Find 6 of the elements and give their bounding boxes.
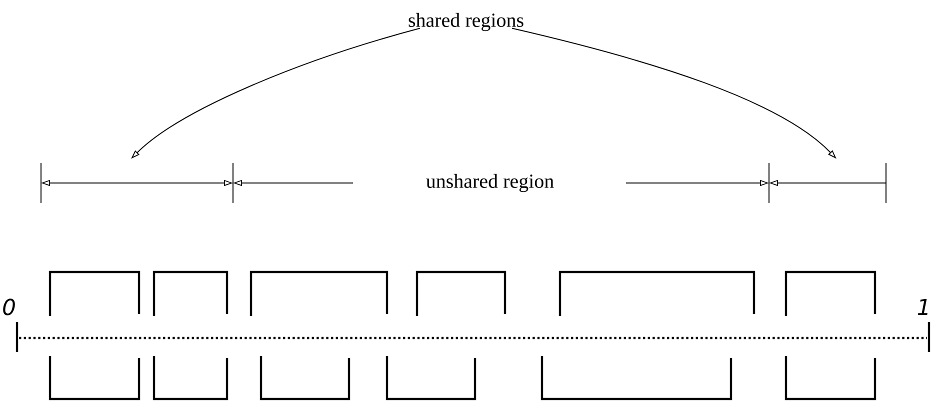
dimension-line — [40, 162, 234, 204]
text-label: shared regions — [408, 12, 524, 32]
axis-label: 1 — [918, 298, 928, 315]
dimension-line — [768, 162, 886, 204]
axis-label: 0 — [3, 298, 15, 316]
region-label: unshared region — [426, 174, 554, 192]
